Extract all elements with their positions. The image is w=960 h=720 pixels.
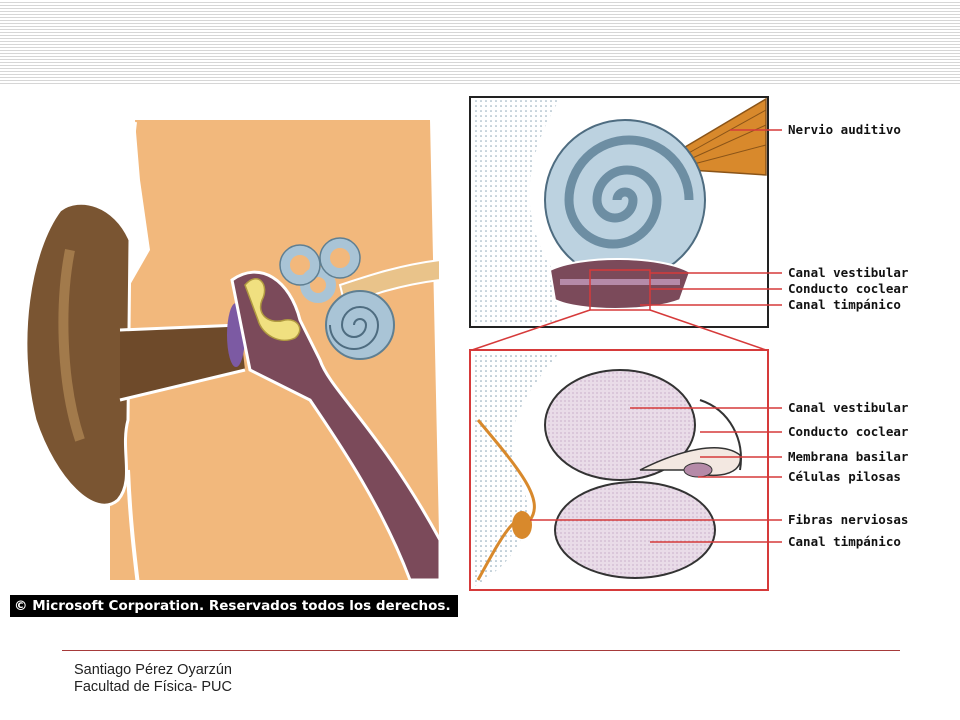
footer-affiliation: Facultad de Física- PUC: [74, 679, 232, 695]
footer-divider: [62, 650, 900, 651]
slide-footer: Santiago Pérez Oyarzún Facultad de Físic…: [74, 662, 232, 696]
copyright-bar: © Microsoft Corporation. Reservados todo…: [10, 595, 458, 617]
label-canal-vestibular-top: Canal vestibular: [788, 265, 909, 280]
label-canal-timpanico-top: Canal timpánico: [788, 297, 901, 312]
label-fibras-nerviosas: Fibras nerviosas: [788, 512, 908, 527]
label-pointers: [530, 129, 782, 543]
label-canal-vestibular-bottom: Canal vestibular: [788, 400, 909, 415]
header-stripes: [0, 0, 960, 86]
label-conducto-coclear-bottom: Conducto coclear: [788, 424, 909, 439]
label-canal-timpanico-bottom: Canal timpánico: [788, 534, 901, 549]
cochlea-detail-panel: [469, 96, 769, 328]
label-celulas-pilosas: Células pilosas: [788, 469, 901, 484]
label-conducto-coclear-top: Conducto coclear: [788, 281, 909, 296]
zoom-connector: [471, 269, 767, 351]
ear-anatomy-figure: Nervio auditivo Canal vestibular Conduct…: [24, 96, 909, 591]
duct-detail-panel: [469, 349, 769, 591]
outer-ear-illustration: [24, 120, 442, 586]
label-nervio-auditivo: Nervio auditivo: [788, 122, 901, 137]
footer-author: Santiago Pérez Oyarzún: [74, 662, 232, 678]
label-membrana-basilar: Membrana basilar: [788, 449, 909, 464]
